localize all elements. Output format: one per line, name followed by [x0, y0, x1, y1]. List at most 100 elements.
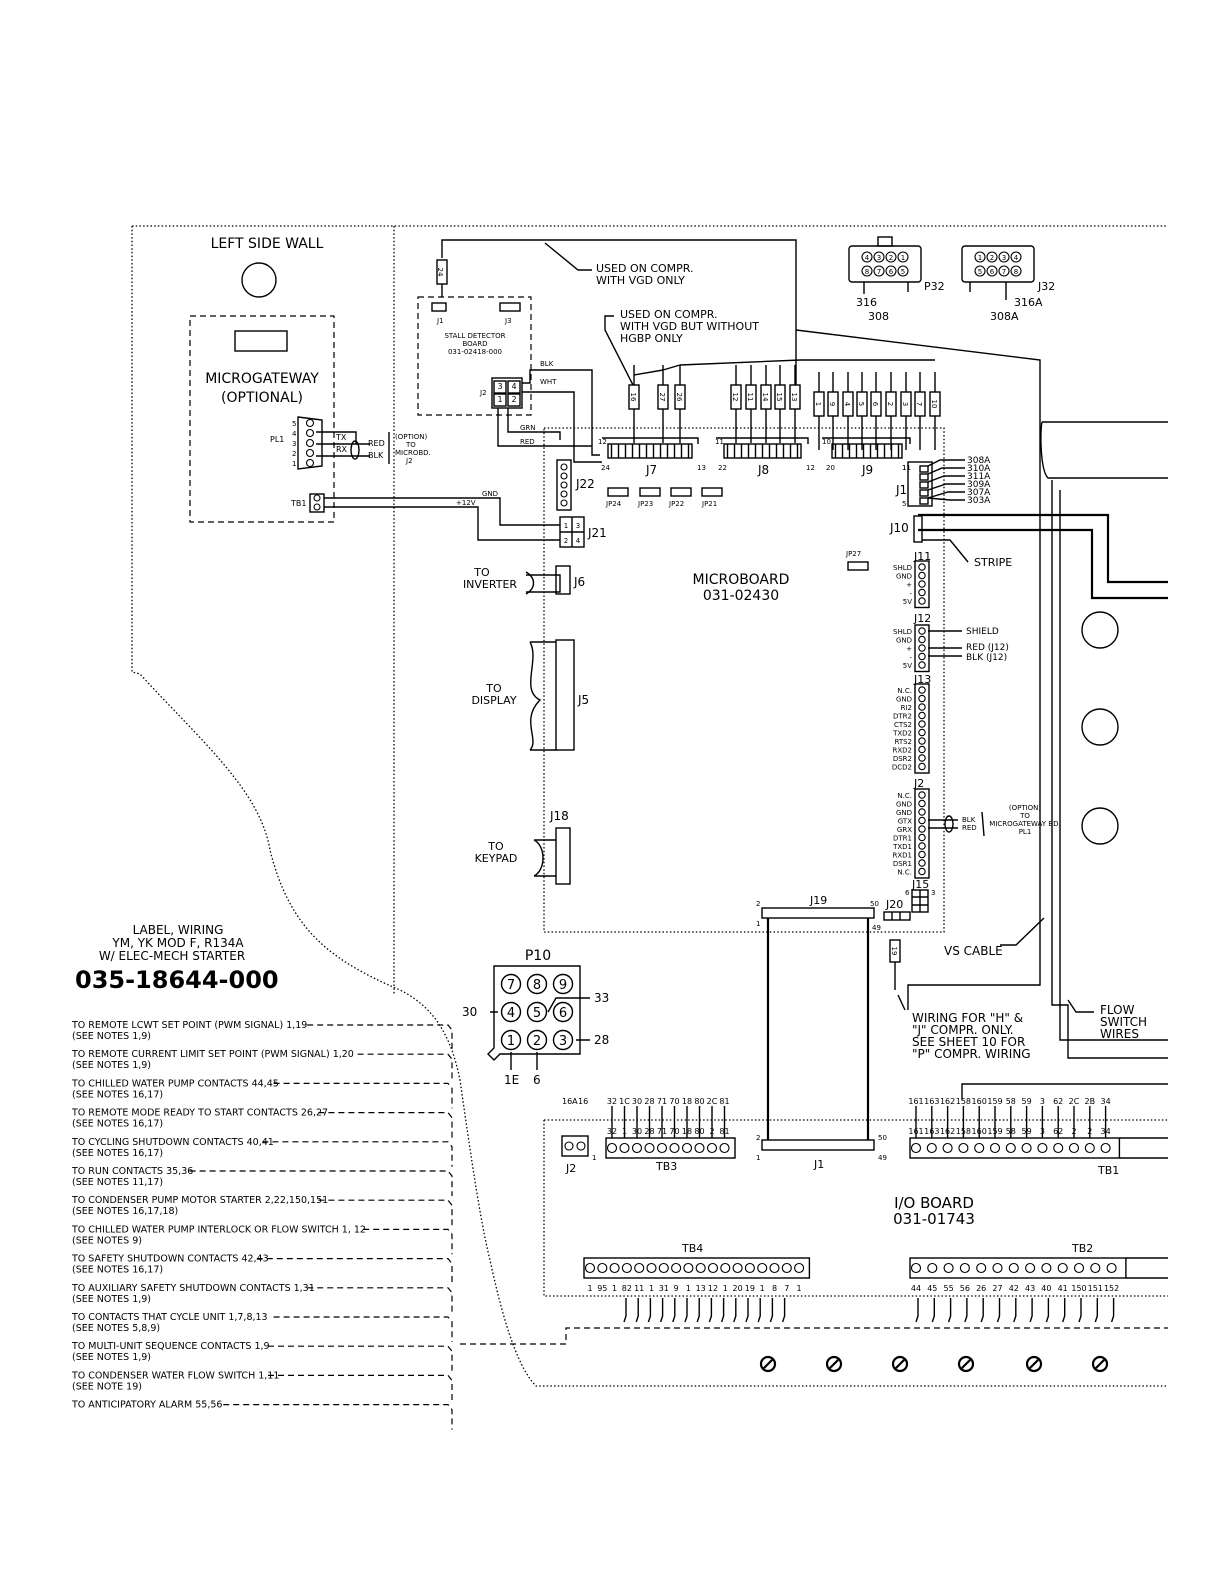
- tx-label: TX: [335, 433, 347, 442]
- screw-slot: [1094, 1358, 1106, 1370]
- terminal: [683, 1262, 694, 1274]
- vertical-connector-label: J11: [913, 550, 931, 563]
- svg-text:J1: J1: [813, 1158, 824, 1171]
- wire-marker-number: 13: [790, 393, 798, 402]
- svg-text:TO: TO: [487, 840, 504, 853]
- remote-connection-note: (SEE NOTES 16,17): [72, 1265, 163, 1276]
- svg-text:J15: J15: [911, 878, 929, 891]
- microboard-title: MICROBOARD: [693, 572, 790, 588]
- sd-j2-pin: [507, 380, 521, 394]
- plug-pin: [998, 265, 1010, 277]
- terminal: [989, 1142, 1001, 1154]
- svg-text:6: 6: [905, 889, 910, 897]
- svg-text:11: 11: [902, 464, 911, 472]
- vertical-connector-pin-label: GRX: [897, 826, 912, 834]
- p10-pin-number: 4: [507, 1006, 515, 1021]
- screw-slot: [828, 1358, 840, 1370]
- plug-pin-number: 8: [865, 268, 869, 276]
- jumpers: JP24 JP23 JP22 JP21 JP27: [605, 487, 869, 571]
- field-wire-tick: [1045, 1298, 1050, 1323]
- wire-marker-number: 7: [915, 402, 923, 406]
- terminal-number: 11: [634, 1284, 644, 1293]
- svg-text:JP24: JP24: [605, 500, 622, 508]
- option-note-2: TO: [405, 441, 416, 449]
- vertical-connector-pin-label: DSR2: [893, 755, 912, 763]
- remote-connection-line: [318, 1112, 453, 1138]
- terminal: [1021, 1142, 1032, 1154]
- svg-text:(OPTION): (OPTION): [1009, 804, 1042, 812]
- svg-text:SWITCH: SWITCH: [1100, 1015, 1147, 1029]
- field-wire-tick: [1062, 1298, 1066, 1323]
- remote-connection-note: (SEE NOTES 16,17): [72, 1089, 163, 1100]
- tb4-label: TB4: [681, 1242, 703, 1255]
- svg-text:GRN: GRN: [520, 424, 536, 432]
- wire-marker-19: 19: [889, 939, 901, 963]
- vertical-connector: [914, 788, 930, 879]
- terminal-number: 1: [723, 1284, 728, 1293]
- remote-connection-note: (SEE NOTE 19): [72, 1381, 142, 1392]
- vertical-connector-pin-label: DCD2: [892, 764, 912, 772]
- svg-text:YM, YK MOD F, R134A: YM, YK MOD F, R134A: [111, 936, 244, 950]
- vertical-connector-pin: [918, 580, 926, 588]
- svg-text:33: 33: [594, 991, 609, 1005]
- terminal-number: 8: [772, 1284, 777, 1293]
- terminal: [1100, 1142, 1111, 1154]
- terminal: [609, 1262, 620, 1274]
- vertical-connector-pin: [918, 571, 926, 580]
- wire-harness: [795, 329, 1168, 1059]
- svg-text:USED ON COMPR.: USED ON COMPR.: [620, 308, 718, 321]
- terminal-number: 31: [659, 1284, 669, 1293]
- vertical-connector-pin: [918, 661, 926, 669]
- remote-connection-label: TO CHILLED WATER PUMP INTERLOCK OR FLOW …: [71, 1224, 366, 1235]
- j18-connector: J18 TO KEYPAD: [475, 809, 571, 885]
- remote-connection-label: TO CYCLING SHUTDOWN CONTACTS 40,41: [71, 1137, 274, 1148]
- remote-connection-line: [273, 1316, 453, 1342]
- remote-connection-label: TO CONTACTS THAT CYCLE UNIT 1,7,8,13: [71, 1312, 268, 1323]
- svg-text:24: 24: [436, 268, 444, 277]
- field-wire-tick: [1029, 1298, 1033, 1323]
- svg-text:SEE SHEET 10 FOR: SEE SHEET 10 FOR: [912, 1035, 1025, 1049]
- terminal: [658, 1262, 669, 1274]
- vertical-connector-pin-label: RXD2: [892, 747, 912, 755]
- mb-j1-wire-label: 310A: [967, 464, 991, 474]
- terminal-wire-number: 160: [972, 1097, 987, 1106]
- remote-connection-label: TO ANTICIPATORY ALARM 55,56: [71, 1400, 222, 1411]
- svg-text:24: 24: [601, 464, 610, 472]
- sd-j2-pin-number: 3: [497, 382, 502, 391]
- terminal-wire-number: 163: [924, 1097, 939, 1106]
- terminal-number: 82: [622, 1284, 632, 1293]
- plug-pin: [897, 265, 909, 277]
- svg-text:W/ ELEC-MECH STARTER: W/ ELEC-MECH STARTER: [99, 949, 245, 963]
- terminal: [1084, 1142, 1095, 1154]
- terminal-wire-number: 70: [669, 1097, 679, 1106]
- wire-marker-number: 10: [930, 400, 938, 409]
- plug-pin-number: 3: [877, 254, 881, 262]
- remote-connection-note: (SEE NOTES 1,9): [72, 1060, 151, 1071]
- svg-text:J5: J5: [577, 693, 589, 707]
- microgateway-title: MICROGATEWAY: [205, 371, 319, 387]
- plug-pin: [897, 251, 909, 263]
- vertical-connector-label: J2: [913, 777, 924, 790]
- label-block: LABEL, WIRING YM, YK MOD F, R134A W/ ELE…: [75, 923, 279, 994]
- terminal-wire-number: 32: [607, 1097, 617, 1106]
- p10-pin: [526, 1029, 548, 1051]
- vertical-connector-pin-label: TXD1: [892, 843, 912, 851]
- terminal: [1025, 1262, 1036, 1274]
- svg-text:WITH VGD ONLY: WITH VGD ONLY: [596, 274, 685, 287]
- terminal-number: 1: [760, 1284, 765, 1293]
- terminal: [597, 1262, 608, 1274]
- terminal: [1041, 1262, 1052, 1274]
- mb-j1-wire: [927, 483, 965, 491]
- wire-marker-number: 5: [857, 402, 865, 406]
- p10-pin: [500, 973, 522, 995]
- terminal: [1057, 1262, 1068, 1274]
- svg-text:316: 316: [856, 296, 877, 309]
- vertical-connector-pin: [918, 867, 926, 876]
- vertical-connector-pin-label: GND: [896, 696, 912, 704]
- plug-pin-number: 1: [978, 254, 982, 262]
- svg-text:J22: J22: [575, 477, 595, 491]
- field-wire-tick: [781, 1298, 786, 1323]
- remote-connections-list: TO REMOTE LCWT SET POINT (PWM SIGNAL) 1,…: [71, 1020, 453, 1430]
- vertical-connector-pin: [918, 635, 926, 644]
